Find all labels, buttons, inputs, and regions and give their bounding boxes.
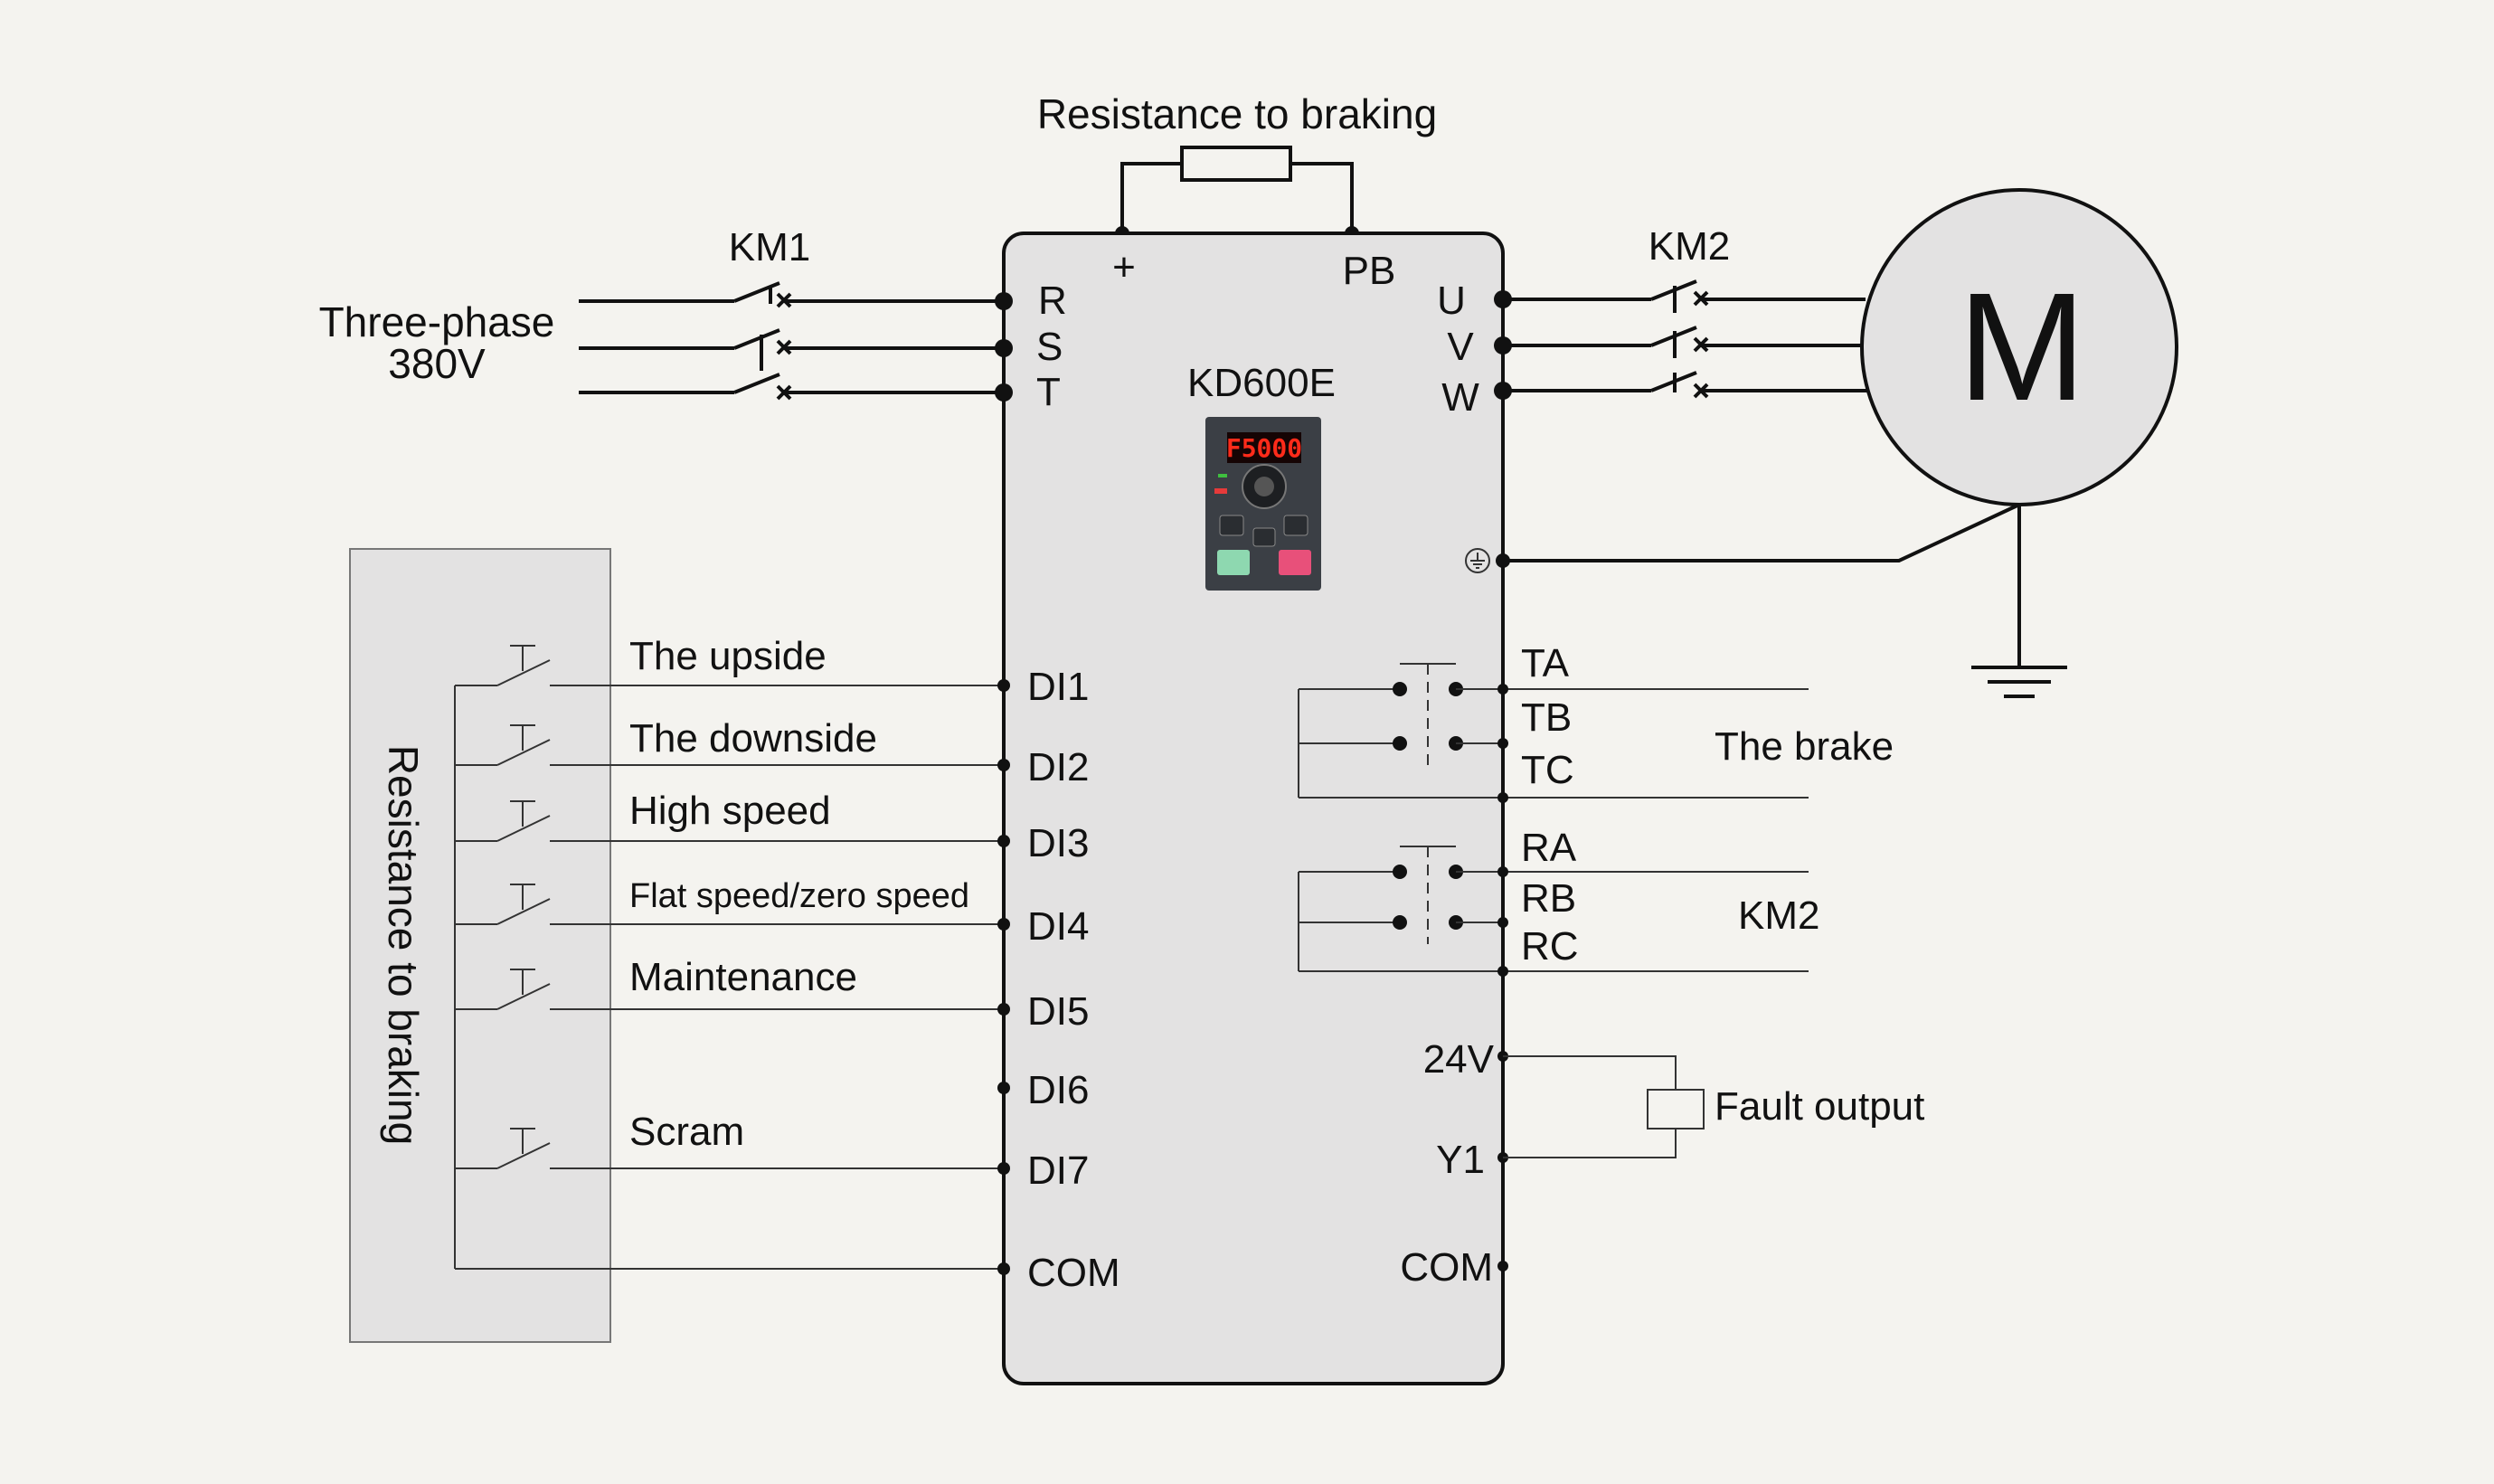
output-fault: Fault output xyxy=(1715,1084,1924,1129)
pe-terminal-icon xyxy=(1465,548,1490,573)
wire-plus xyxy=(1120,162,1182,233)
output-brake: The brake xyxy=(1715,724,1894,769)
pe-wire xyxy=(1503,503,2020,562)
terminal-w: W xyxy=(1441,375,1479,420)
inverter-body xyxy=(1002,232,1505,1385)
terminal-di2: DI2 xyxy=(1027,745,1089,789)
signal-scram: Scram xyxy=(629,1110,744,1154)
terminal-r: R xyxy=(1038,279,1067,323)
terminal-rb: RB xyxy=(1521,876,1576,921)
terminal-di5: DI5 xyxy=(1027,989,1089,1034)
signal-high-speed: High speed xyxy=(629,789,831,833)
terminal-com-right: COM xyxy=(1400,1245,1493,1290)
signal-downside: The downside xyxy=(629,716,877,761)
km1-contacts xyxy=(579,281,1004,401)
output-km2: KM2 xyxy=(1738,893,1819,938)
terminal-di7: DI7 xyxy=(1027,1148,1089,1193)
signal-maintenance: Maintenance xyxy=(629,955,857,999)
terminal-di4: DI4 xyxy=(1027,904,1089,949)
terminal-tc: TC xyxy=(1521,748,1574,792)
supply-line2: 380V xyxy=(388,340,486,387)
resistor-icon xyxy=(1180,146,1292,182)
motor: M xyxy=(1860,188,2178,506)
relay-a-contacts xyxy=(1298,663,1503,799)
km1-label: KM1 xyxy=(729,225,810,269)
terminal-com-left: COM xyxy=(1027,1251,1120,1295)
relay-coil-icon xyxy=(1647,1089,1705,1130)
fault-wire-bottom xyxy=(1503,1129,1677,1158)
terminal-y1: Y1 xyxy=(1436,1138,1485,1182)
signal-upside: The upside xyxy=(629,634,827,678)
terminal-v: V xyxy=(1447,325,1474,369)
relay-b-contacts xyxy=(1298,846,1503,972)
terminal-24v: 24V xyxy=(1423,1037,1495,1082)
fault-wire-top xyxy=(1503,1055,1677,1090)
terminal-di6: DI6 xyxy=(1027,1068,1089,1112)
terminal-ra: RA xyxy=(1521,826,1577,870)
inverter-model: KD600E xyxy=(1187,361,1336,405)
switch-box xyxy=(349,548,611,1343)
supply-line1: Three-phase xyxy=(319,298,555,345)
terminal-s: S xyxy=(1036,325,1063,369)
terminal-plus: + xyxy=(1112,245,1136,289)
terminal-ta: TA xyxy=(1521,641,1570,685)
braking-resistor-label: Resistance to braking xyxy=(1037,90,1437,137)
terminal-pb: PB xyxy=(1343,249,1396,293)
terminal-tb: TB xyxy=(1521,695,1572,740)
keypad-icon: F5000 xyxy=(1205,417,1321,591)
terminal-t: T xyxy=(1036,370,1061,414)
terminal-u: U xyxy=(1437,279,1466,323)
motor-label: M xyxy=(1958,261,2086,433)
signal-flat-speed: Flat speed/zero speed xyxy=(629,877,969,915)
terminal-rc: RC xyxy=(1521,924,1579,969)
km2-contacts xyxy=(1503,279,1870,399)
left-box-label: Resistance to braking xyxy=(380,745,427,1145)
contact-switch-icon xyxy=(455,645,610,1169)
ground-icon xyxy=(1971,666,2067,698)
keypad-display: F5000 xyxy=(1226,433,1302,463)
km2-label: KM2 xyxy=(1648,224,1730,269)
wire-pb xyxy=(1290,162,1354,233)
terminal-di3: DI3 xyxy=(1027,821,1089,865)
terminal-di1: DI1 xyxy=(1027,665,1089,709)
